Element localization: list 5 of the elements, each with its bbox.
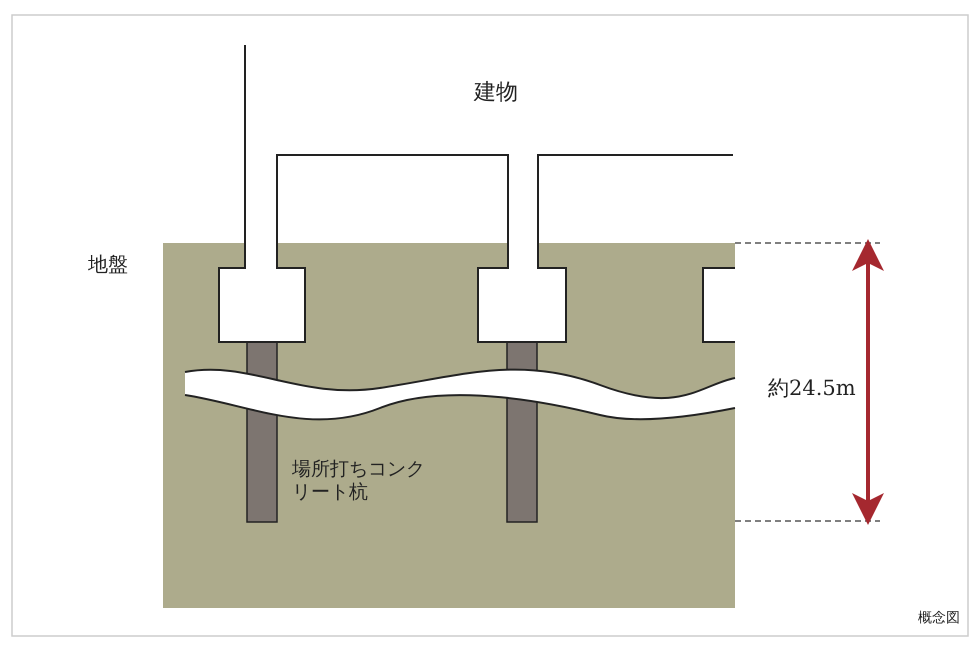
caption: 概念図 — [918, 610, 960, 627]
dimension-label: 約24.5m — [768, 376, 856, 402]
building-label: 建物 — [474, 80, 518, 106]
pile-label: 場所打ちコンクリート杭 — [292, 458, 426, 504]
ground-label: 地盤 — [88, 252, 128, 276]
